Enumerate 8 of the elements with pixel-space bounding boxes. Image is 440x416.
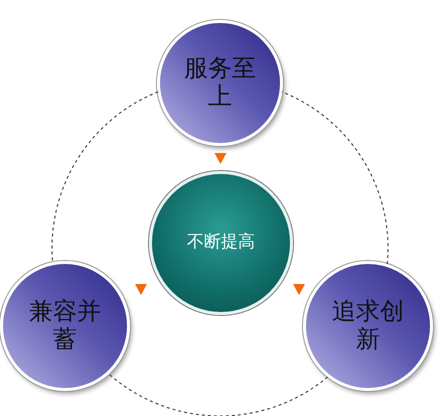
node-label: 不断提高 xyxy=(187,233,255,253)
dashed-connector xyxy=(109,374,328,416)
node-label: 服务至上 xyxy=(183,55,257,111)
block-arrow xyxy=(214,153,226,164)
node-label: 追求创新 xyxy=(331,298,405,354)
circle-node xyxy=(0,261,130,391)
node-label: 兼容并蓄 xyxy=(28,298,102,354)
dashed-connector xyxy=(52,91,159,262)
